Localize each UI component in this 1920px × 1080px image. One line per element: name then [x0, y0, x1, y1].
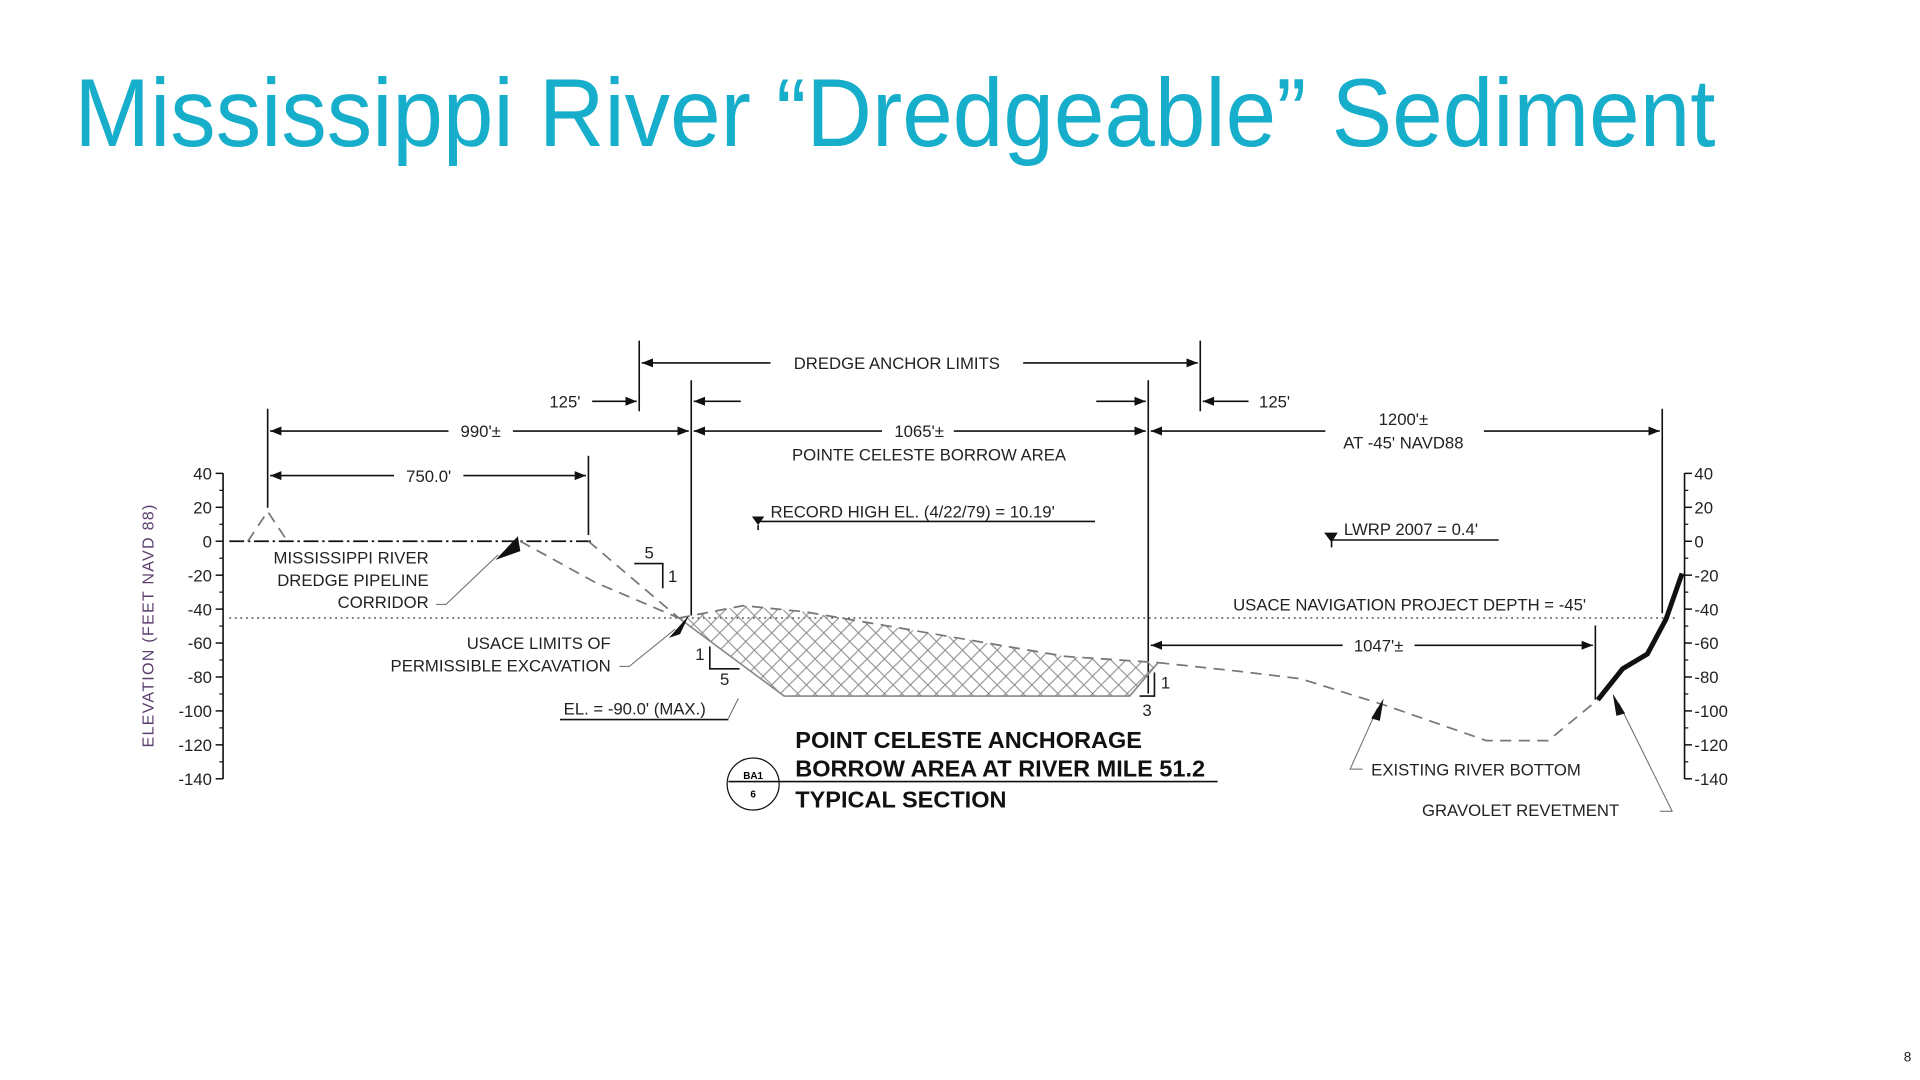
svg-text:1: 1: [695, 645, 704, 664]
dim-750-label: 750.0': [406, 467, 451, 486]
record-high-marker-icon: [751, 516, 1095, 531]
usace-limits-callout: USACE LIMITS OF PERMISSIBLE EXCAVATION: [391, 615, 689, 675]
y-tick-label: -20: [1694, 566, 1718, 585]
borrow-area-excavation: [678, 604, 1159, 697]
svg-text:EXISTING RIVER BOTTOM: EXISTING RIVER BOTTOM: [1371, 760, 1581, 779]
offset-left-label: 125': [549, 392, 580, 411]
y-tick-label: 20: [193, 498, 212, 517]
el-max-callout: EL. = -90.0' (MAX.): [559, 698, 739, 721]
dim-1200-label: 1200'±: [1379, 410, 1429, 429]
gravolet-revetment: [1595, 572, 1685, 702]
y-tick-label: 40: [193, 465, 212, 484]
right-axis: 40 20 0 -20 -40 -60 -80 -100 -120 -140: [1683, 465, 1728, 789]
y-tick-label: -100: [178, 702, 211, 721]
y-tick-label: 0: [203, 532, 212, 551]
record-high-label: RECORD HIGH EL. (4/22/79) = 10.19': [771, 503, 1055, 522]
y-tick-label: -60: [1694, 634, 1718, 653]
y-tick-label: 0: [1694, 532, 1703, 551]
svg-text:6: 6: [750, 790, 756, 801]
svg-text:1: 1: [668, 567, 677, 586]
y-tick-label: 20: [1694, 498, 1713, 517]
dim-1200-note: AT -45' NAVD88: [1343, 433, 1463, 452]
svg-text:MISSISSIPPI RIVER: MISSISSIPPI RIVER: [274, 549, 429, 568]
offset-right-label: 125': [1259, 392, 1290, 411]
y-tick-label: -100: [1694, 702, 1727, 721]
slide-title: Mississippi River “Dredgeable” Sediment: [74, 60, 1715, 167]
svg-text:CORRIDOR: CORRIDOR: [338, 593, 429, 612]
slope-marker-mid: 1 5: [695, 645, 740, 689]
section-title-line-3: TYPICAL SECTION: [795, 787, 1006, 813]
borrow-area-label: POINTE CELESTE BORROW AREA: [792, 446, 1067, 465]
extension-lines: [266, 340, 1664, 700]
dim-990-label: 990'±: [461, 422, 501, 441]
revetment-callout: GRAVOLET REVETMENT: [1422, 693, 1673, 820]
y-tick-label: -40: [1694, 600, 1718, 619]
svg-text:EL. = -90.0' (MAX.): EL. = -90.0' (MAX.): [564, 700, 706, 719]
y-tick-label: -120: [178, 736, 211, 755]
y-axis-label: ELEVATION (FEET NAVD 88): [140, 503, 158, 747]
existing-ground-profile: [229, 509, 680, 619]
y-tick-label: -40: [188, 600, 212, 619]
section-marker: BA1 6: [726, 757, 1218, 811]
dim-1047-label: 1047'±: [1354, 636, 1404, 655]
section-title-line-2: BORROW AREA AT RIVER MILE 51.2: [795, 756, 1205, 782]
dredge-anchor-limits-label: DREDGE ANCHOR LIMITS: [794, 354, 1000, 373]
svg-text:BA1: BA1: [743, 771, 763, 782]
dimension-lines: [270, 358, 1660, 650]
left-axis: 40 20 0 -20 -40 -60 -80 -100 -120 -140: [178, 465, 224, 789]
y-tick-label: -140: [1694, 770, 1727, 789]
lwrp-marker-icon: [1324, 532, 1499, 548]
y-tick-label: -120: [1694, 736, 1727, 755]
page-number: 8: [1904, 1049, 1912, 1064]
slope-marker-left: 5 1: [634, 544, 677, 589]
river-bottom-callout: EXISTING RIVER BOTTOM: [1349, 698, 1581, 779]
svg-text:5: 5: [644, 544, 653, 563]
dim-1065-label: 1065'±: [894, 422, 944, 441]
svg-text:PERMISSIBLE EXCAVATION: PERMISSIBLE EXCAVATION: [391, 656, 611, 675]
svg-text:1: 1: [1161, 674, 1170, 693]
svg-text:USACE LIMITS OF: USACE LIMITS OF: [467, 634, 611, 653]
svg-text:DREDGE PIPELINE: DREDGE PIPELINE: [277, 571, 428, 590]
existing-river-bottom: [1158, 661, 1599, 742]
svg-text:5: 5: [720, 670, 729, 689]
y-tick-label: -80: [1694, 668, 1718, 687]
lwrp-label: LWRP 2007 = 0.4': [1344, 520, 1478, 539]
y-tick-label: -140: [178, 770, 211, 789]
y-tick-label: 40: [1694, 465, 1713, 484]
nav-depth-label: USACE NAVIGATION PROJECT DEPTH = -45': [1233, 596, 1586, 615]
y-tick-label: -20: [188, 566, 212, 585]
y-tick-label: -80: [188, 668, 212, 687]
section-title-line-1: POINT CELESTE ANCHORAGE: [795, 727, 1142, 753]
svg-text:3: 3: [1142, 701, 1151, 720]
slope-marker-right: 1 3: [1139, 672, 1170, 720]
svg-text:GRAVOLET REVETMENT: GRAVOLET REVETMENT: [1422, 801, 1619, 820]
pipeline-callout: MISSISSIPPI RIVER DREDGE PIPELINE CORRID…: [274, 549, 499, 612]
y-tick-label: -60: [188, 634, 212, 653]
